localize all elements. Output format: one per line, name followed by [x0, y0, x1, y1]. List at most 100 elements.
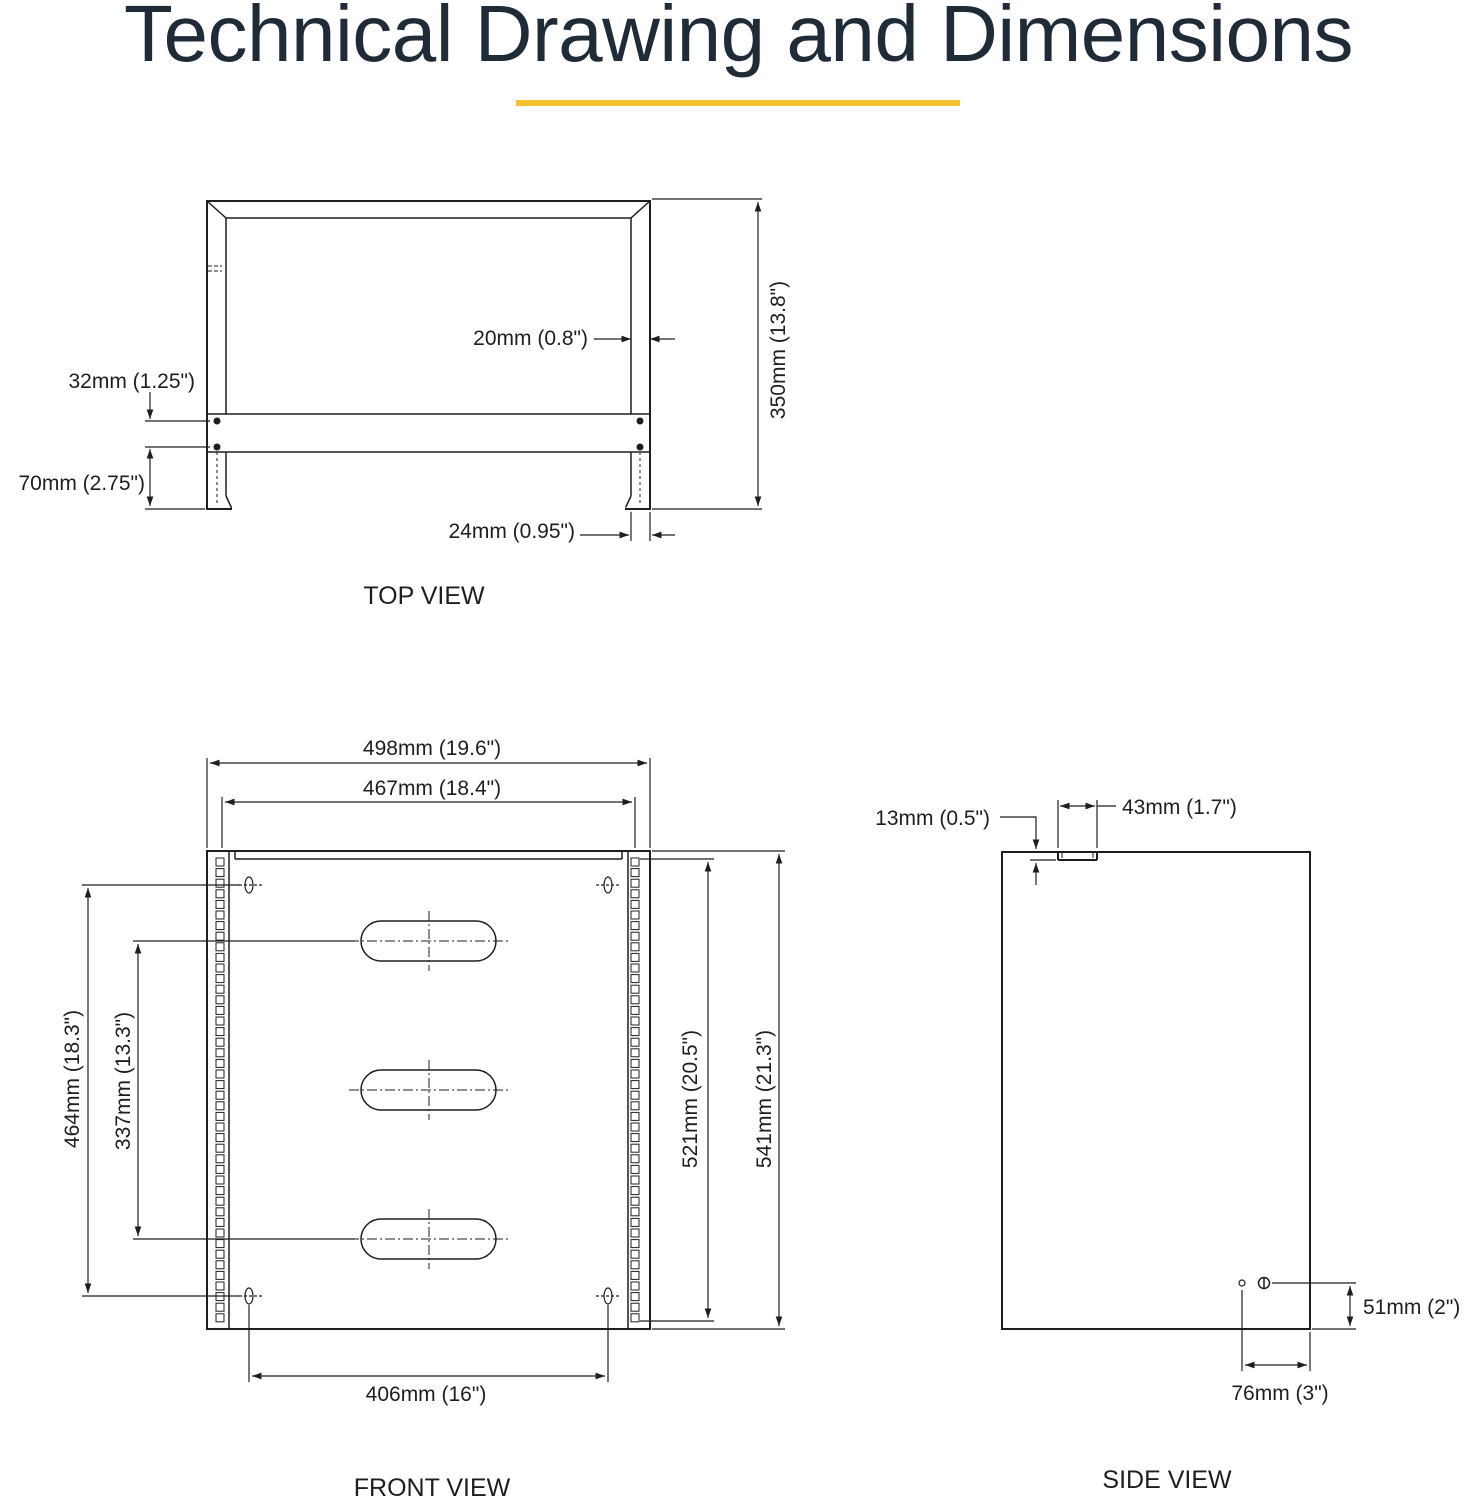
left-rack-rail-holes [215, 857, 225, 1323]
front-frame-outline [206, 850, 651, 1330]
rail-hole [630, 1027, 640, 1037]
top-view-label: TOP VIEW [363, 582, 485, 610]
rail-hole [630, 942, 640, 952]
rail-hole [215, 1239, 225, 1249]
rail-hole [215, 899, 225, 909]
front-outer-height-label: 541mm (21.3") [753, 1030, 776, 1168]
rail-hole [215, 1101, 225, 1111]
front-view [206, 850, 651, 1330]
rail-hole [215, 1090, 225, 1100]
side-lip-width-label: 43mm (1.7") [1122, 796, 1237, 819]
rail-hole [630, 1154, 640, 1164]
rail-hole [630, 1270, 640, 1280]
rail-hole [215, 1228, 225, 1238]
top-frame-outline [206, 200, 651, 510]
rail-hole [215, 1005, 225, 1015]
front-hole-spacing-h-label: 406mm (16") [366, 1383, 487, 1406]
side-lip-label: 13mm (0.5") [875, 807, 990, 830]
rail-hole [215, 1048, 225, 1058]
rail-hole [630, 1217, 640, 1227]
rail-hole [630, 1164, 640, 1174]
rail-hole [215, 1016, 225, 1026]
page-title: Technical Drawing and Dimensions [123, 0, 1354, 78]
rail-hole [215, 931, 225, 941]
rail-hole [630, 995, 640, 1005]
rail-hole [630, 1302, 640, 1312]
rail-hole [215, 1080, 225, 1090]
rail-hole [215, 1154, 225, 1164]
rail-hole [630, 952, 640, 962]
rail-hole [630, 1249, 640, 1259]
rail-hole [215, 910, 225, 920]
rail-hole [630, 1133, 640, 1143]
rail-hole [215, 942, 225, 952]
top-foot-label: 24mm (0.95") [449, 520, 576, 543]
rail-hole [630, 1175, 640, 1185]
rail-hole [215, 889, 225, 899]
rail-hole [630, 1122, 640, 1132]
rail-hole [215, 1111, 225, 1121]
side-hole-offset-label: 76mm (3") [1231, 1382, 1328, 1405]
rail-hole [215, 857, 225, 867]
rail-hole [630, 1111, 640, 1121]
top-depth-label: 350mm (13.8") [767, 281, 790, 419]
front-view-dimensions [82, 758, 785, 1382]
rail-hole [215, 1186, 225, 1196]
rail-hole [215, 1302, 225, 1312]
side-panel-outline [1001, 851, 1311, 1330]
side-view [1001, 851, 1311, 1330]
rail-hole [215, 1027, 225, 1037]
rail-hole [215, 1164, 225, 1174]
rail-hole [215, 1260, 225, 1270]
rail-hole [630, 1016, 640, 1026]
top-rail-depth-label: 70mm (2.75") [19, 472, 146, 495]
rail-hole [630, 1058, 640, 1068]
rail-hole [215, 1133, 225, 1143]
rail-hole [630, 1048, 640, 1058]
front-view-label: FRONT VIEW [354, 1474, 511, 1500]
front-inner-height-label: 521mm (20.5") [679, 1030, 702, 1168]
side-view-label: SIDE VIEW [1102, 1466, 1232, 1494]
rail-hole [215, 1207, 225, 1217]
rail-hole [215, 1217, 225, 1227]
rail-hole [630, 910, 640, 920]
rail-hole [215, 1270, 225, 1280]
rail-hole [215, 1069, 225, 1079]
rail-hole [630, 984, 640, 994]
rail-hole [215, 921, 225, 931]
rail-hole [215, 868, 225, 878]
rail-hole [630, 931, 640, 941]
rail-hole [630, 1239, 640, 1249]
rail-hole [630, 974, 640, 984]
rail-hole [630, 1196, 640, 1206]
side-view-dimensions [1000, 800, 1356, 1371]
rail-hole [215, 952, 225, 962]
rail-hole [215, 995, 225, 1005]
rail-hole [215, 1122, 225, 1132]
top-view [206, 200, 651, 511]
rail-hole [630, 1207, 640, 1217]
rail-hole [215, 1281, 225, 1291]
rail-hole [630, 899, 640, 909]
rail-hole [215, 1175, 225, 1185]
top-view-dimensions [145, 198, 762, 541]
rail-hole [630, 1069, 640, 1079]
rail-hole [215, 984, 225, 994]
rail-hole [215, 1196, 225, 1206]
rail-hole [215, 878, 225, 888]
side-hole-height-label: 51mm (2") [1363, 1296, 1460, 1319]
keyhole-mount-holes [239, 876, 620, 1305]
top-inset-label: 32mm (1.25") [69, 370, 196, 393]
front-outer-width-label: 498mm (19.6") [363, 737, 501, 760]
rail-hole [630, 1292, 640, 1302]
rail-hole [215, 1058, 225, 1068]
rail-hole [215, 1313, 225, 1323]
rail-hole [215, 974, 225, 984]
front-inner-width-label: 467mm (18.4") [363, 777, 501, 800]
rail-hole [630, 857, 640, 867]
rail-hole [630, 1313, 640, 1323]
rail-hole [215, 1143, 225, 1153]
rail-hole [630, 921, 640, 931]
right-rack-rail-holes [630, 857, 640, 1323]
